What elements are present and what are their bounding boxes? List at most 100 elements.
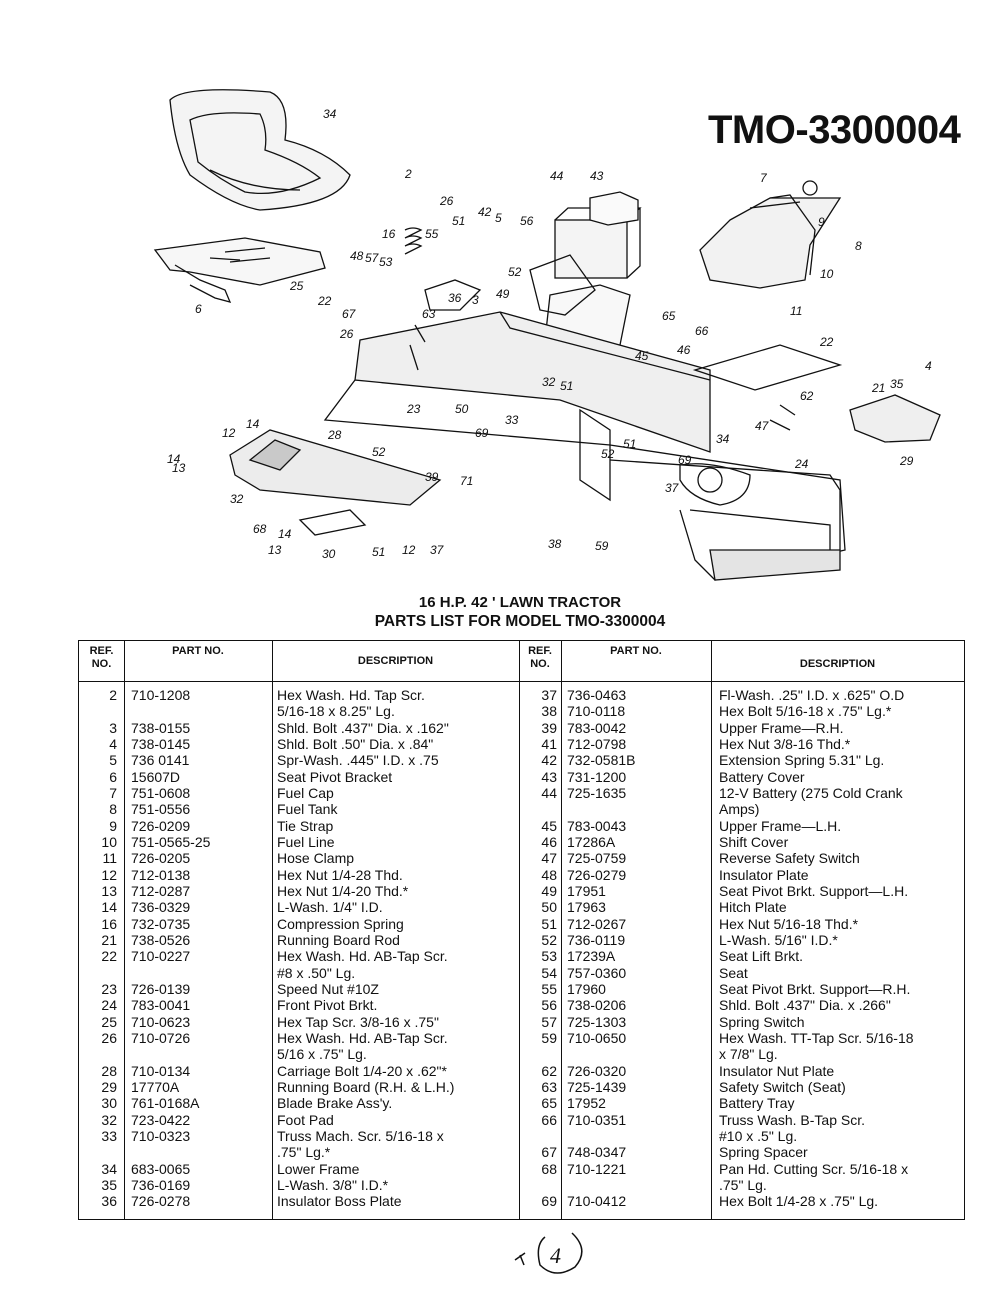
ref-cell: 48 bbox=[541, 866, 557, 883]
model-title: TMO-3300004 bbox=[708, 108, 961, 152]
part-no-cell: 738-0155 bbox=[131, 719, 191, 736]
description-cell: Hex Tap Scr. 3/8-16 x .75" bbox=[277, 1013, 439, 1030]
part-no-cell: 783-0043 bbox=[567, 817, 627, 834]
description-cell: Fuel Tank bbox=[277, 801, 338, 818]
ref-cell: 24 bbox=[101, 997, 117, 1014]
part-no-cell: 710-0650 bbox=[567, 1029, 627, 1046]
callout: 46 bbox=[677, 343, 691, 357]
handwritten-page-mark: 4 bbox=[514, 1232, 583, 1274]
callout: 21 bbox=[871, 381, 885, 395]
description-cell: Seat bbox=[719, 964, 748, 981]
callout: 8 bbox=[855, 239, 862, 253]
ref-cell: 25 bbox=[101, 1013, 117, 1030]
callout: 6 bbox=[195, 302, 202, 316]
description-cell: Running Board Rod bbox=[277, 931, 400, 948]
description-cell: Fl-Wash. .25" I.D. x .625" O.D bbox=[719, 687, 905, 703]
part-no-cell: 725-0759 bbox=[567, 850, 627, 867]
callout: 50 bbox=[455, 402, 469, 416]
callout: 11 bbox=[790, 304, 802, 318]
callout: 36 bbox=[448, 291, 462, 305]
part-no-cell: 712-0138 bbox=[131, 866, 191, 883]
callout: 45 bbox=[635, 349, 649, 363]
callout: 28 bbox=[327, 428, 342, 442]
callout: 2 bbox=[404, 167, 412, 181]
ref-cell: 16 bbox=[101, 915, 117, 932]
callout: 29 bbox=[899, 454, 914, 468]
ref-cell: 12 bbox=[101, 866, 117, 883]
callout: 59 bbox=[595, 539, 609, 553]
ref-cell: 29 bbox=[101, 1078, 117, 1095]
description-cell: Carriage Bolt 1/4-20 x .62"* bbox=[277, 1062, 447, 1079]
ref-cell: 69 bbox=[541, 1193, 557, 1210]
ref-cell: 3 bbox=[109, 719, 117, 736]
ref-cell: 14 bbox=[101, 899, 117, 916]
part-no-cell: 726-0209 bbox=[131, 817, 191, 834]
description-cell: Pan Hd. Cutting Scr. 5/16-18 x bbox=[719, 1160, 909, 1177]
ref-cell: 11 bbox=[102, 850, 117, 867]
callout: 69 bbox=[678, 453, 692, 467]
part-no-cell: 712-0287 bbox=[131, 882, 191, 899]
description-cell: Running Board (R.H. & L.H.) bbox=[277, 1078, 455, 1095]
ref-cell: 65 bbox=[541, 1095, 557, 1112]
callout: 3 bbox=[472, 293, 479, 307]
part-no-cell: 710-0227 bbox=[131, 948, 191, 965]
callout: 22 bbox=[819, 335, 834, 349]
callout: 43 bbox=[590, 169, 604, 183]
part-no-cell: 17951 bbox=[567, 882, 606, 899]
ref-cell: 41 bbox=[541, 735, 557, 752]
ref-cell: 39 bbox=[541, 719, 557, 736]
part-no-cell: 736-0119 bbox=[567, 931, 626, 948]
callout: 30 bbox=[322, 547, 336, 561]
seat-drawing bbox=[169, 89, 351, 211]
callout: 12 bbox=[402, 543, 416, 557]
ref-cell: 51 bbox=[541, 915, 557, 932]
callout: 65 bbox=[662, 309, 676, 323]
frame-drawing bbox=[323, 254, 846, 581]
description-cell: Hex Wash. Hd. AB-Tap Scr. bbox=[277, 948, 448, 965]
ref-cell: 4 bbox=[109, 735, 117, 752]
description-cell: Seat Pivot Brkt. Support—L.H. bbox=[719, 882, 909, 899]
description-cell: Seat Pivot Bracket bbox=[277, 768, 393, 785]
callout: 14 bbox=[278, 527, 292, 541]
ref-cell: 30 bbox=[101, 1095, 117, 1112]
part-no-cell: 783-0041 bbox=[131, 997, 191, 1014]
callout: 52 bbox=[508, 265, 522, 279]
description-cell: Hex Nut 3/8-16 Thd.* bbox=[719, 735, 851, 752]
part-no-cell: 726-0139 bbox=[131, 980, 191, 997]
ref-cell: 49 bbox=[541, 882, 557, 899]
part-no-cell: 783-0042 bbox=[567, 719, 627, 736]
description-cell: .75" Lg. bbox=[719, 1176, 767, 1193]
description-cell: Shld. Bolt .437" Dia. x .162" bbox=[277, 719, 449, 736]
description-cell: Fuel Line bbox=[277, 833, 335, 850]
callout: 49 bbox=[496, 287, 510, 301]
ref-cell: 52 bbox=[541, 931, 557, 948]
ref-cell: 47 bbox=[541, 850, 557, 867]
table-row: .75" Lg. bbox=[519, 1177, 964, 1193]
callout: 16 bbox=[382, 227, 396, 241]
table-row: 3 738-0155 Shld. Bolt .437" Dia. x .162" bbox=[79, 720, 519, 736]
part-no-cell: 15607D bbox=[131, 768, 181, 785]
ref-cell: 5 bbox=[109, 752, 117, 769]
table-row: 5/16 x .75" Lg. bbox=[79, 1046, 519, 1062]
part-no-cell: 710-0412 bbox=[567, 1193, 627, 1210]
part-no-cell: 736-0329 bbox=[131, 899, 191, 916]
description-cell: Truss Mach. Scr. 5/16-18 x bbox=[277, 1127, 444, 1144]
ref-cell: 21 bbox=[101, 931, 117, 948]
callout: 7 bbox=[760, 171, 768, 185]
ref-cell: 33 bbox=[101, 1127, 117, 1144]
caption-title: 16 H.P. 42 ' LAWN TRACTOR bbox=[418, 594, 622, 611]
description-cell: 5/16-18 x 8.25" Lg. bbox=[277, 703, 395, 720]
callout: 14 bbox=[167, 452, 181, 466]
